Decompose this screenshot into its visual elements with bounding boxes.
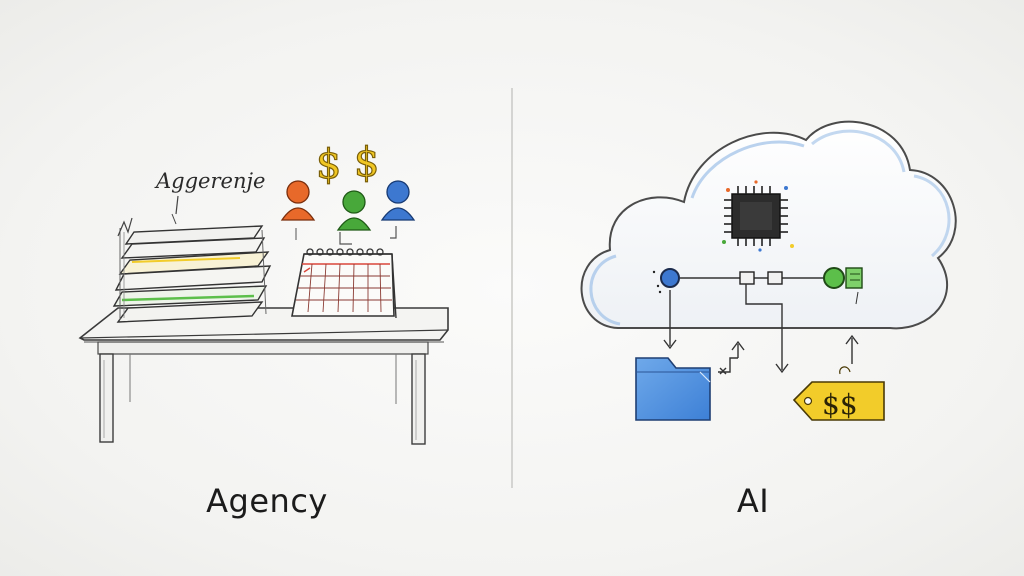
people-connector [339,232,352,245]
flow-arrows [663,284,859,375]
output-node-icon [823,267,845,289]
person-icon [280,180,316,221]
caption-agency: Agency [206,482,328,520]
chip-icon [722,180,794,252]
dollar-icon: $ [354,140,379,186]
folder-icon [635,357,711,421]
person-icon [380,180,416,221]
dollar-icon: $ [316,142,341,188]
paper-stack-icon [112,213,272,323]
input-node-icon [660,268,680,288]
price-tag-label: $$ [822,388,858,421]
desk-icon [78,307,449,445]
person-icon [336,190,372,231]
process-node-icon [739,271,755,285]
scribble-label: Aggerenje [154,169,265,193]
price-tag-icon: $$ [792,366,885,421]
caption-ai: AI [736,482,770,520]
process-flow [652,267,863,305]
people-connector [390,226,397,239]
process-node-icon [767,271,783,285]
calendar-icon [291,248,397,319]
scribble-label-pointer [175,195,179,215]
